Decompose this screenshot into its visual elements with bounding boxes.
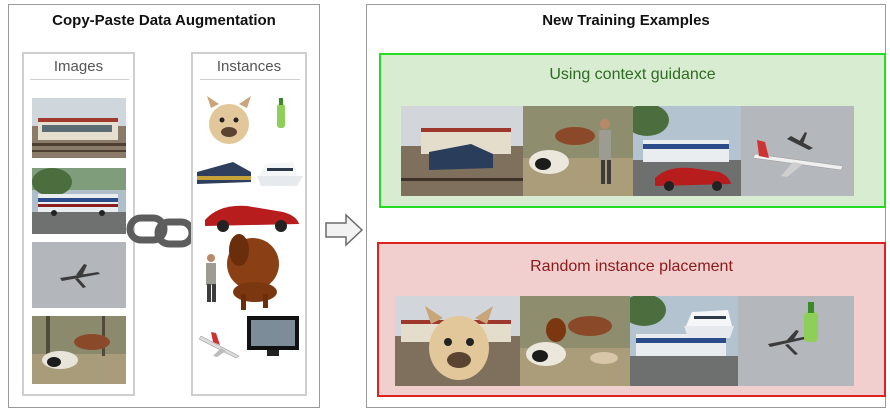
image-airplane — [32, 242, 126, 308]
context-example-train — [401, 106, 523, 196]
images-header: Images — [53, 58, 104, 75]
left-panel-title: Copy-Paste Data Augmentation — [52, 12, 276, 29]
random-example-horses — [520, 296, 630, 386]
image-train-station — [32, 98, 126, 158]
instance-airplane — [198, 332, 240, 359]
random-example-bus-boat — [630, 296, 738, 386]
context-example-bus-car — [633, 106, 741, 196]
instance-dachshund — [227, 234, 279, 310]
context-example-airplane — [741, 106, 854, 196]
instances-header-rule — [200, 79, 300, 80]
link-chain-icon — [126, 210, 196, 252]
image-horses — [32, 316, 126, 384]
image-bus — [32, 168, 126, 234]
instances-header: Instances — [216, 58, 282, 75]
instance-dog-head — [207, 96, 251, 144]
instance-red-car — [205, 205, 299, 232]
right-panel-title: New Training Examples — [542, 12, 710, 29]
instance-person — [206, 254, 216, 302]
random-placement-label: Random instance placement — [530, 258, 733, 275]
context-example-horses — [523, 106, 633, 196]
random-example-airplane-bottle — [738, 296, 854, 386]
instance-boat — [257, 162, 303, 186]
context-guidance-label: Using context guidance — [549, 66, 716, 83]
instances-cutouts — [197, 96, 303, 359]
instance-tv-monitor — [247, 316, 299, 356]
instance-soda-bottle — [277, 98, 285, 128]
right-arrow-icon — [324, 212, 364, 248]
images-header-rule — [30, 79, 129, 80]
random-example-train-dog — [395, 296, 520, 386]
instance-train — [197, 162, 251, 184]
